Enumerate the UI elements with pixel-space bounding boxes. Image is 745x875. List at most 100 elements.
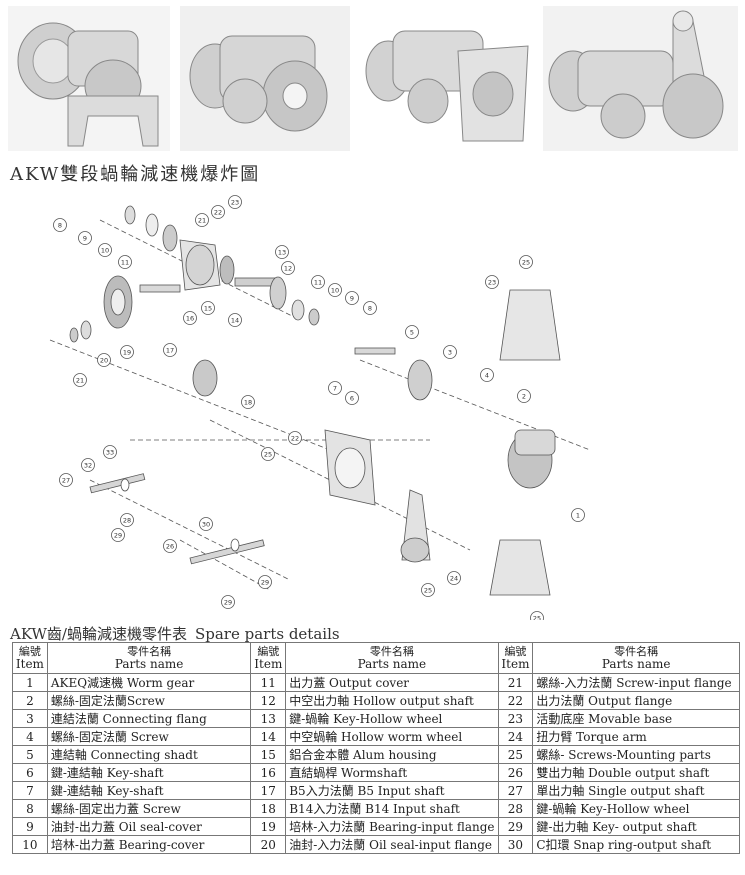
part-name: 單出力軸 Single output shaft <box>532 781 740 800</box>
part-item-number: 2 <box>12 691 48 710</box>
part-item-number: 27 <box>497 781 534 800</box>
part-name: 雙出力軸 Double output shaft <box>532 763 740 782</box>
part-name: 培林-出力蓋 Bearing-cover <box>46 835 252 854</box>
callout-6: 6 <box>345 391 359 405</box>
svg-text:25: 25 <box>533 614 541 620</box>
callout-29: 29 <box>221 595 235 609</box>
svg-text:8: 8 <box>368 304 372 312</box>
parts-table-title-en: Spare parts details <box>194 625 340 643</box>
part-item-number: 11 <box>250 673 287 692</box>
svg-text:6: 6 <box>350 394 354 402</box>
svg-text:9: 9 <box>83 234 87 242</box>
callout-13: 13 <box>275 245 289 259</box>
callout-29: 29 <box>258 575 272 589</box>
callout-24: 24 <box>447 571 461 585</box>
part-name: 螺絲-固定法蘭Screw <box>46 691 252 710</box>
part-name: 連結法蘭 Connecting flang <box>46 709 252 728</box>
part-item-number: 1 <box>12 673 48 692</box>
callout-12: 12 <box>281 261 295 275</box>
part-item-number: 30 <box>497 835 534 854</box>
svg-text:15: 15 <box>204 304 212 312</box>
svg-text:22: 22 <box>214 208 222 216</box>
part-item-number: 12 <box>250 691 287 710</box>
svg-text:18: 18 <box>244 398 252 406</box>
part-item-number: 8 <box>12 799 48 818</box>
callout-23: 23 <box>228 195 242 209</box>
part-item-number: 20 <box>250 835 287 854</box>
part-item-number: 3 <box>12 709 48 728</box>
part-item-number: 24 <box>497 727 534 746</box>
part-name: C扣環 Snap ring-output shaft <box>532 835 740 854</box>
product-photos <box>8 6 738 151</box>
callout-21: 21 <box>73 373 87 387</box>
callout-17: 17 <box>163 343 177 357</box>
callout-5: 5 <box>405 325 419 339</box>
part-name: 鍵-蝸輪 Key-Hollow wheel <box>532 799 740 818</box>
callout-23: 23 <box>485 275 499 289</box>
svg-text:23: 23 <box>488 278 496 286</box>
callout-26: 26 <box>163 539 177 553</box>
part-item-number: 7 <box>12 781 48 800</box>
part-name: 螺絲- Screws-Mounting parts <box>532 745 740 764</box>
svg-text:32: 32 <box>84 461 92 469</box>
part-name: 培林-入力法蘭 Bearing-input flange <box>285 817 499 836</box>
callout-19: 19 <box>120 345 134 359</box>
svg-text:8: 8 <box>58 221 62 229</box>
svg-text:23: 23 <box>231 198 239 206</box>
part-item-number: 19 <box>250 817 287 836</box>
callout-15: 15 <box>201 301 215 315</box>
svg-text:33: 33 <box>106 448 114 456</box>
svg-text:25: 25 <box>264 450 272 458</box>
part-item-number: 18 <box>250 799 287 818</box>
callout-9: 9 <box>345 291 359 305</box>
callout-22: 22 <box>211 205 225 219</box>
part-name: 鍵-連結軸 Key-shaft <box>46 781 252 800</box>
callout-33: 33 <box>103 445 117 459</box>
part-item-number: 25 <box>497 745 534 764</box>
svg-text:25: 25 <box>424 586 432 594</box>
svg-text:7: 7 <box>333 384 337 392</box>
callout-25: 25 <box>530 611 544 620</box>
callout-7: 7 <box>328 381 342 395</box>
svg-text:17: 17 <box>166 346 174 354</box>
svg-text:27: 27 <box>62 476 70 484</box>
svg-text:16: 16 <box>186 314 194 322</box>
part-name: 鍵-連結軸 Key-shaft <box>46 763 252 782</box>
svg-text:24: 24 <box>450 574 458 582</box>
part-item-number: 5 <box>12 745 48 764</box>
part-name: B14入力法蘭 B14 Input shaft <box>285 799 499 818</box>
callout-30: 30 <box>199 517 213 531</box>
svg-text:19: 19 <box>123 348 131 356</box>
svg-text:4: 4 <box>485 371 489 379</box>
part-item-number: 28 <box>497 799 534 818</box>
svg-text:10: 10 <box>101 246 109 254</box>
callout-22: 22 <box>288 431 302 445</box>
part-name: 鍵-出力軸 Key- output shaft <box>532 817 740 836</box>
callout-8: 8 <box>53 218 67 232</box>
part-name: 活動底座 Movable base <box>532 709 740 728</box>
svg-text:29: 29 <box>261 578 269 586</box>
svg-text:2: 2 <box>522 392 526 400</box>
callout-11: 11 <box>311 275 325 289</box>
svg-text:14: 14 <box>231 316 239 324</box>
svg-text:11: 11 <box>314 278 322 286</box>
svg-text:29: 29 <box>114 531 122 539</box>
callout-16: 16 <box>183 311 197 325</box>
part-item-number: 6 <box>12 763 48 782</box>
callout-2: 2 <box>517 389 531 403</box>
part-name: 油封-出力蓋 Oil seal-cover <box>46 817 252 836</box>
svg-text:25: 25 <box>522 258 530 266</box>
callout-21: 21 <box>195 213 209 227</box>
part-item-number: 29 <box>497 817 534 836</box>
callout-8: 8 <box>363 301 377 315</box>
